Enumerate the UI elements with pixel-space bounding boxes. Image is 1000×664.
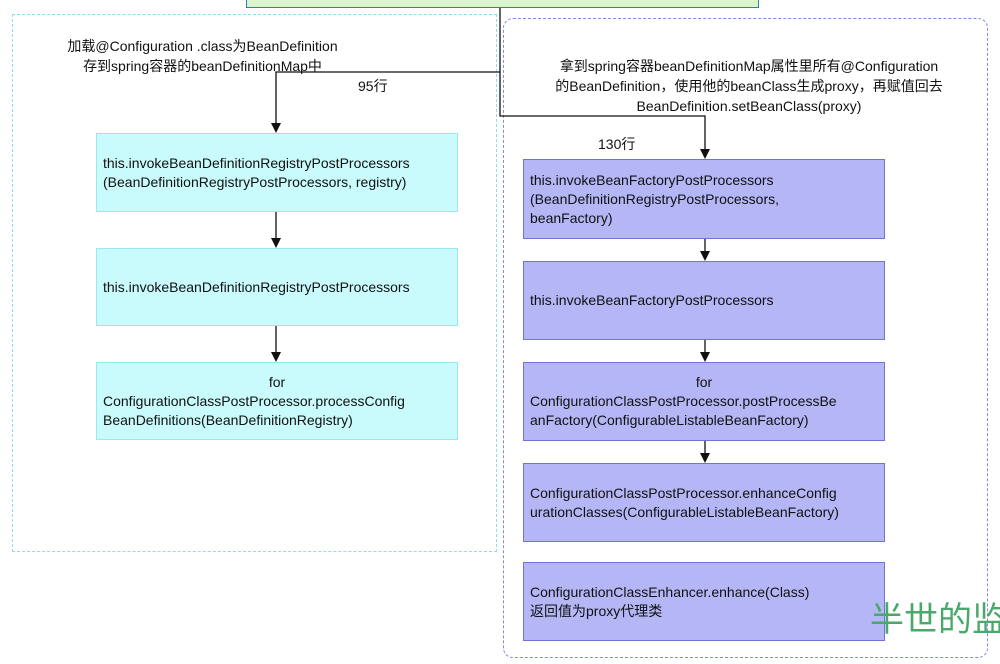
node-text-line: 返回值为proxy代理类 <box>530 602 663 619</box>
node-text-line: ConfigurationClassPostProcessor.postProc… <box>530 393 837 409</box>
left-annotation-line-1: 加载@Configuration .class为BeanDefinition <box>67 38 338 54</box>
node-text-line: this.invokeBeanFactoryPostProcessors <box>530 171 774 188</box>
right-annotation: 拿到spring容器beanDefinitionMap属性里所有@Configu… <box>518 56 980 116</box>
top-process-box <box>246 0 759 8</box>
watermark-text: 半世的监 <box>870 600 1000 640</box>
arrow-to-left-flow <box>271 71 500 133</box>
right-node-post-process-bean-factory: for ConfigurationClassPostProcessor.post… <box>523 362 885 441</box>
node-text-line: ConfigurationClassPostProcessor.processC… <box>103 392 405 409</box>
right-annotation-line-3: BeanDefinition.setBeanClass(proxy) <box>636 98 862 114</box>
node-text-line: beanFactory) <box>530 209 613 226</box>
node-text-line: BeanDefinitions(BeanDefinitionRegistry) <box>103 411 353 428</box>
left-node-invoke-registry-post-processors: this.invokeBeanDefinitionRegistryPostPro… <box>96 248 458 326</box>
node-text-line: (BeanDefinitionRegistryPostProcessors, <box>530 190 779 207</box>
left-step-label: 95行 <box>358 78 388 94</box>
right-annotation-line-2: 的BeanDefinition，使用他的beanClass生成proxy，再赋值… <box>555 78 943 94</box>
left-annotation: 加载@Configuration .class为BeanDefinition 存… <box>30 36 375 76</box>
left-node-process-config-bean-definitions: for ConfigurationClassPostProcessor.proc… <box>96 362 458 440</box>
right-node-configuration-class-enhancer: ConfigurationClassEnhancer.enhance(Class… <box>523 562 885 641</box>
node-text-for: for <box>695 374 713 390</box>
node-text-line: this.invokeBeanFactoryPostProcessors <box>530 292 774 308</box>
node-text-line: ConfigurationClassEnhancer.enhance(Class… <box>530 583 810 600</box>
node-text-line: urationClasses(ConfigurableListableBeanF… <box>530 503 839 520</box>
right-step-label: 130行 <box>598 136 636 152</box>
right-node-invoke-bean-factory-post-processors-with-args: this.invokeBeanFactoryPostProcessors (Be… <box>523 159 885 239</box>
node-text-line: (BeanDefinitionRegistryPostProcessors, r… <box>103 173 407 190</box>
right-annotation-line-1: 拿到spring容器beanDefinitionMap属性里所有@Configu… <box>559 58 939 74</box>
node-text-for: for <box>268 373 286 390</box>
node-text-line: this.invokeBeanDefinitionRegistryPostPro… <box>103 154 410 171</box>
right-group-container <box>503 18 988 658</box>
right-node-enhance-configuration-classes: ConfigurationClassPostProcessor.enhanceC… <box>523 463 885 542</box>
left-group-container <box>12 14 497 552</box>
arrow-to-right-flow <box>499 72 710 159</box>
left-node-invoke-registry-post-processors-with-args: this.invokeBeanDefinitionRegistryPostPro… <box>96 133 458 212</box>
node-text-line: this.invokeBeanDefinitionRegistryPostPro… <box>103 278 410 295</box>
right-node-invoke-bean-factory-post-processors: this.invokeBeanFactoryPostProcessors <box>523 261 885 340</box>
node-text-line: ConfigurationClassPostProcessor.enhanceC… <box>530 484 837 501</box>
node-text-line: anFactory(ConfigurableListableBeanFactor… <box>530 412 809 428</box>
left-annotation-line-2: 存到spring容器的beanDefinitionMap中 <box>83 58 322 74</box>
